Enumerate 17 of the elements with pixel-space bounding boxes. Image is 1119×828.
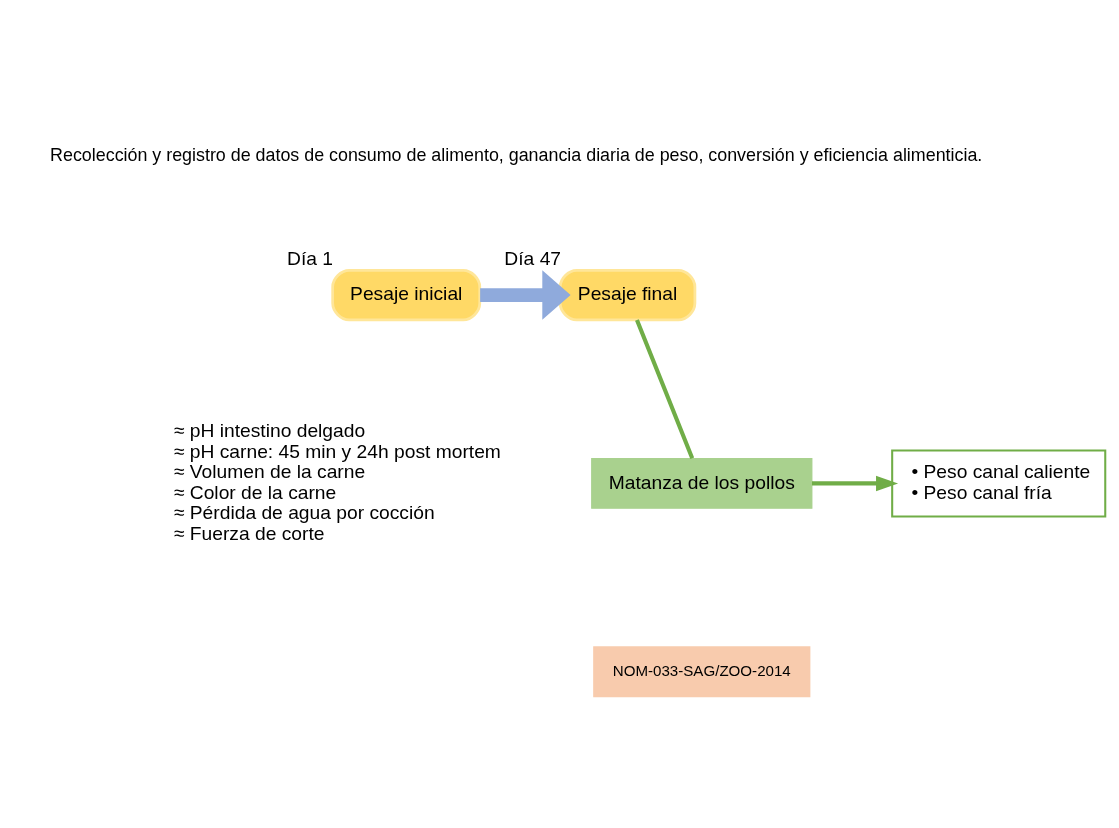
arrow [480, 270, 571, 320]
node-box: NOM-033-SAG/ZOO-2014 [593, 646, 811, 698]
label: ≈ pH carne: 45 min y 24h post mortem [173, 440, 501, 462]
label: ≈ Volumen de la carne [173, 461, 366, 483]
label: ≈ pH intestino delgado [173, 419, 366, 441]
connector [635, 319, 695, 459]
label: ≈ Color de la carne [173, 481, 337, 503]
node-box: Matanza de los pollos [591, 458, 813, 509]
node-box: Pesaje inicial [331, 268, 482, 322]
label: Recolección y registro de datos de consumo de alimento, ganancia diaria de peso, conversión y eficiencia alimenticia. [50, 144, 983, 165]
label: ≈ Pérdida de agua por cocción [173, 502, 435, 524]
node-label: Día 47 [504, 248, 562, 270]
label: ≈ Fuerza de corte [173, 523, 325, 545]
node-box: Pesaje final [558, 268, 697, 322]
node-box: • Peso canal caliente • Peso canal fría [891, 449, 1107, 518]
arrow [812, 475, 899, 492]
node-label: Día 1 [287, 248, 333, 270]
